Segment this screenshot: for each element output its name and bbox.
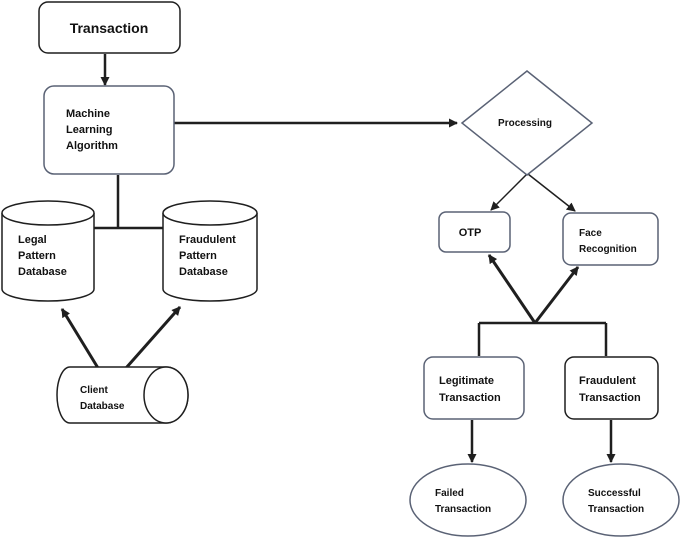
legitimate-transaction-node: Legitimate Transaction xyxy=(423,356,525,420)
successful-line-2: Transaction xyxy=(588,504,644,515)
ml-algorithm-line-1: Machine xyxy=(66,108,110,120)
face-recognition-node: Face Recognition xyxy=(562,212,659,266)
arrow-processing-to-face xyxy=(527,173,576,212)
fraudulent-transaction-node: Fraudulent Transaction xyxy=(564,356,659,420)
arrow-bar-to-face xyxy=(533,266,580,324)
face-recognition-line-2: Recognition xyxy=(579,244,637,255)
fraudulent-pattern-database-node: Fraudulent Pattern Database xyxy=(162,200,258,302)
otp-node: OTP xyxy=(438,211,511,253)
otp-label: OTP xyxy=(459,227,482,239)
ml-algorithm-line-2: Learning xyxy=(66,124,112,136)
arrow-processing-to-otp xyxy=(490,173,528,211)
legal-db-line-3: Database xyxy=(18,266,67,278)
face-recognition-line-1: Face xyxy=(579,228,602,239)
fraud-db-line-1: Fraudulent xyxy=(179,234,236,246)
fraud-db-line-2: Pattern xyxy=(179,250,217,262)
legal-db-line-2: Pattern xyxy=(18,250,56,262)
successful-transaction-node: Successful Transaction xyxy=(562,463,680,537)
ml-algorithm-node: Machine Learning Algorithm xyxy=(43,85,175,175)
fraudulent-line-2: Transaction xyxy=(579,392,641,404)
transaction-node: Transaction xyxy=(38,1,181,54)
legitimate-line-1: Legitimate xyxy=(439,375,494,387)
arrow-bar-to-otp xyxy=(487,254,537,324)
failed-line-1: Failed xyxy=(435,488,464,499)
ml-algorithm-line-3: Algorithm xyxy=(66,140,118,152)
transaction-label: Transaction xyxy=(70,20,149,36)
legitimate-line-2: Transaction xyxy=(439,392,501,404)
failed-transaction-node: Failed Transaction xyxy=(409,463,527,537)
connectors xyxy=(60,54,616,463)
failed-line-2: Transaction xyxy=(435,504,491,515)
client-db-line-2: Database xyxy=(80,401,125,412)
arrow-client-to-legal-db xyxy=(60,308,100,369)
legal-db-line-1: Legal xyxy=(18,234,47,246)
client-db-line-1: Client xyxy=(80,385,108,396)
processing-label: Processing xyxy=(498,118,552,129)
client-database-node: Client Database xyxy=(56,366,189,424)
processing-decision-node: Processing xyxy=(460,70,594,176)
fraudulent-line-1: Fraudulent xyxy=(579,375,636,387)
fraud-db-line-3: Database xyxy=(179,266,228,278)
arrow-client-to-fraud-db xyxy=(124,306,182,369)
legal-pattern-database-node: Legal Pattern Database xyxy=(1,200,95,302)
successful-line-1: Successful xyxy=(588,488,641,499)
